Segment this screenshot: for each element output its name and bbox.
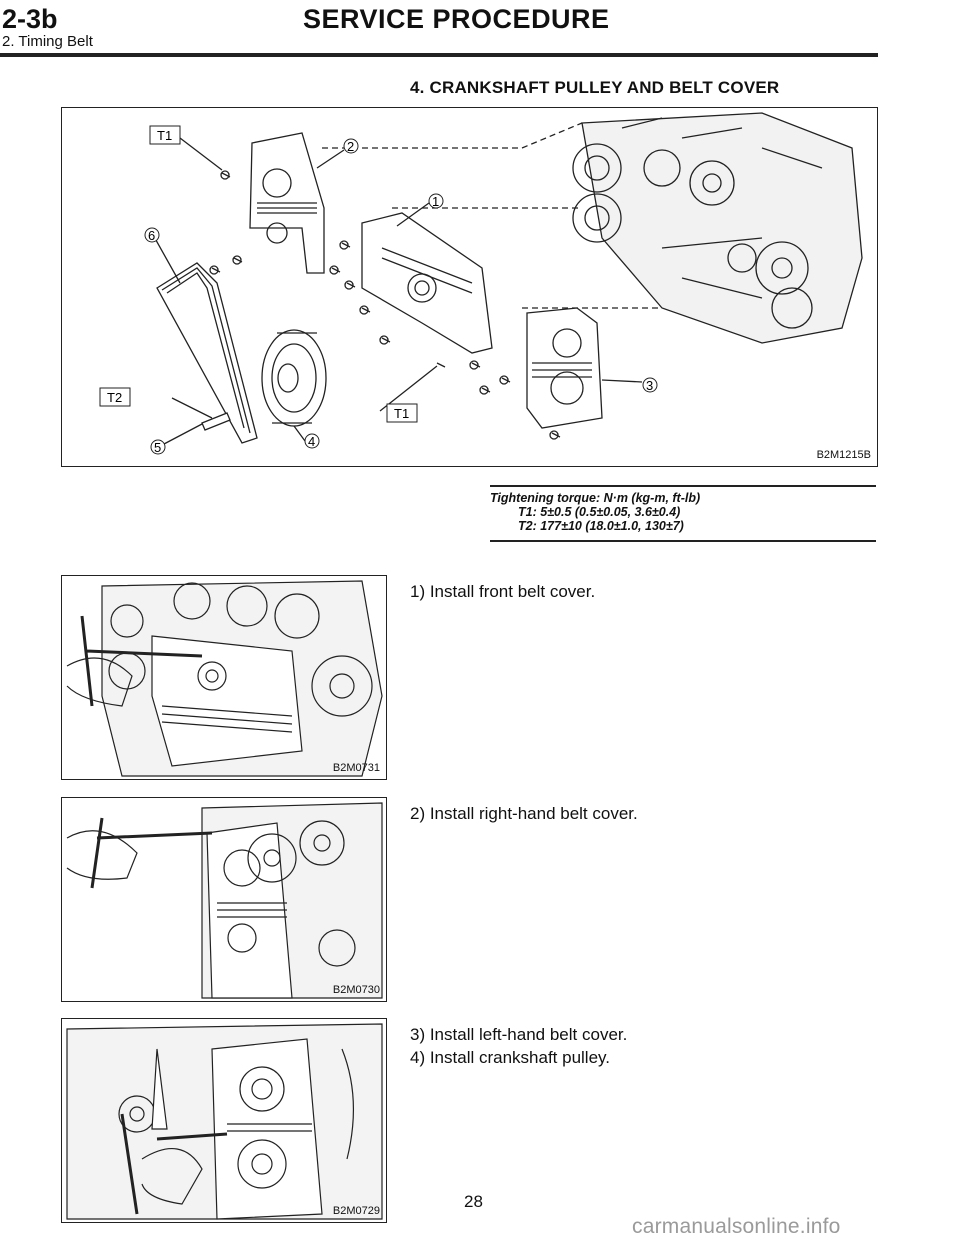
svg-text:1: 1 (432, 194, 439, 209)
step-2-text: 2) Install right-hand belt cover. (410, 804, 638, 823)
svg-text:6: 6 (148, 228, 155, 243)
torque-spec-box: Tightening torque: N·m (kg-m, ft-lb) T1:… (490, 485, 876, 542)
step-2-figure: B2M0730 (61, 797, 387, 1002)
torque-t2: T2: 177±10 (18.0±1.0, 130±7) (518, 519, 684, 533)
torque-heading: Tightening torque: N·m (kg-m, ft-lb) (490, 491, 701, 505)
figure-id: B2M0731 (332, 762, 380, 774)
subsection-title: 2. Timing Belt (2, 33, 93, 50)
callout-6: 6 (144, 227, 160, 243)
svg-text:T2: T2 (107, 390, 122, 405)
callout-2: 2 (343, 138, 359, 154)
step-1-figure: B2M0731 (61, 575, 387, 780)
torque-tag-t1-bottom: T1 (386, 403, 418, 423)
header-divider (0, 53, 878, 57)
callout-1: 1 (428, 193, 444, 209)
torque-t1: T1: 5±0.5 (0.5±0.05, 3.6±0.4) (518, 505, 681, 519)
svg-text:4: 4 (308, 434, 315, 449)
step-3-figure: B2M0729 (61, 1018, 387, 1223)
exploded-view-figure: T1 T2 T1 1 2 3 4 5 6 B2M1215B (61, 107, 878, 467)
callout-5: 5 (150, 439, 166, 455)
page-number: 28 (464, 1192, 483, 1211)
step-3-text: 3) Install left-hand belt cover. (410, 1025, 628, 1044)
callout-4: 4 (304, 433, 320, 449)
procedure-title: 4. CRANKSHAFT PULLEY AND BELT COVER (410, 78, 780, 97)
front-cover-install-drawing (66, 580, 383, 777)
figure-id: B2M1215B (816, 449, 871, 461)
callout-3: 3 (642, 377, 658, 393)
svg-text:2: 2 (347, 139, 354, 154)
torque-tag-t2: T2 (99, 387, 131, 407)
step-4-text: 4) Install crankshaft pulley. (410, 1048, 610, 1067)
section-title: SERVICE PROCEDURE (303, 4, 610, 34)
figure-id: B2M0729 (332, 1205, 380, 1217)
svg-text:T1: T1 (157, 128, 172, 143)
svg-text:5: 5 (154, 440, 161, 455)
left-cover-install-drawing (66, 1023, 383, 1220)
step-1-text: 1) Install front belt cover. (410, 582, 596, 601)
exploded-view-drawing: T1 T2 T1 1 2 3 4 5 6 (99, 112, 863, 455)
right-cover-install-drawing (66, 802, 383, 999)
svg-text:3: 3 (646, 378, 653, 393)
section-code: 2-3b (2, 4, 58, 34)
footer-watermark: carmanualsonline.info (632, 1215, 841, 1238)
svg-text:T1: T1 (394, 406, 409, 421)
torque-tag-t1-top: T1 (149, 125, 181, 145)
figure-id: B2M0730 (332, 984, 380, 996)
